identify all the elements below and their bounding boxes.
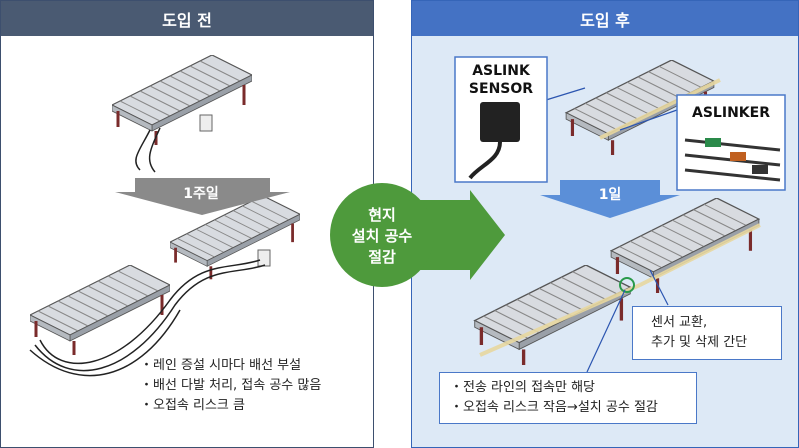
label-line: ASLINK <box>472 63 530 79</box>
after-period-label: 1일 <box>598 187 622 203</box>
wiring-bundle <box>29 127 266 377</box>
control-box-icon <box>257 249 271 267</box>
center-label: 현지 설치 공수 절감 <box>330 205 434 268</box>
label-line: SENSOR <box>468 81 534 97</box>
conveyor-image <box>112 55 252 145</box>
center-line: 현지 <box>368 206 396 224</box>
aslink-sensor-label: ASLINK SENSOR <box>455 62 547 98</box>
sensor-icon <box>480 102 520 142</box>
conveyor-image <box>472 265 633 365</box>
note: ・오접속 리스크 큼 <box>140 398 245 413</box>
center-line: 절감 <box>368 248 396 266</box>
gray-down-arrow <box>115 178 290 215</box>
after-notes: ・전송 라인의 접속만 해당 ・오접속 리스크 작음→설치 공수 절감 <box>439 372 697 424</box>
transmission-line <box>479 78 761 357</box>
aslinker-label: ASLINKER <box>692 105 770 121</box>
before-header: 도입 전 <box>1 1 373 36</box>
center-line: 설치 공수 <box>351 227 413 245</box>
before-notes: ・레인 증설 시마다 배선 부설 ・배선 다발 처리, 접속 공수 많음 ・오접… <box>140 356 321 416</box>
note: ・오접속 리스크 작음→설치 공수 절감 <box>450 400 658 415</box>
blue-down-arrow <box>540 180 680 218</box>
center-circle <box>330 183 434 287</box>
conveyor-image <box>30 265 170 355</box>
note: ・전송 라인의 접속만 해당 <box>450 380 595 395</box>
callout-box: 센서 교환, 추가 및 삭제 간단 <box>632 306 782 360</box>
pointer-lines <box>545 87 678 373</box>
after-header: 도입 후 <box>412 1 798 36</box>
conveyor-image <box>610 198 760 293</box>
before-period-label: 1주일 <box>183 186 219 202</box>
center-arrow <box>420 190 505 280</box>
note: ・배선 다발 처리, 접속 공수 많음 <box>140 378 322 393</box>
callout-line: 센서 교환, <box>651 315 708 330</box>
note: ・레인 증설 시마다 배선 부설 <box>140 358 302 373</box>
aslink-sensor-box <box>454 56 548 183</box>
callout-line: 추가 및 삭제 간단 <box>651 335 748 350</box>
control-box-icon <box>199 114 213 132</box>
connection-highlight <box>619 277 635 293</box>
